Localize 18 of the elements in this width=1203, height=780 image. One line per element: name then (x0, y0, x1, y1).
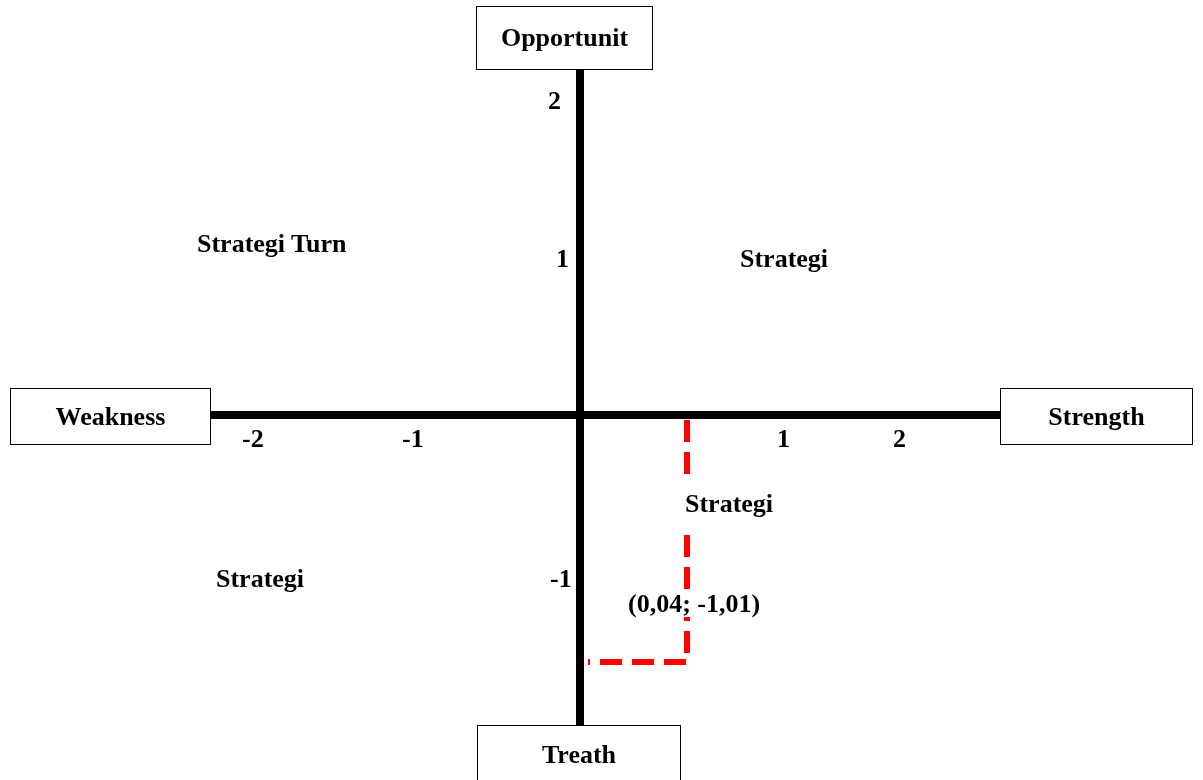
quadrant-label: Strategi (740, 246, 829, 272)
axis-label-box: Opportunit (476, 6, 653, 70)
axis-line (211, 411, 1000, 419)
coordinate-label: (0,04; -1,01) (628, 591, 761, 617)
tick-label: 1 (556, 246, 569, 272)
tick-label: -2 (242, 426, 264, 452)
quadrant-label: Strategi (685, 491, 774, 517)
axis-label-box: Strength (1000, 388, 1193, 445)
axis-label-box: Treath (477, 725, 681, 780)
axis-label-box: Weakness (10, 388, 211, 445)
tick-label: -1 (402, 426, 424, 452)
axis-line (576, 70, 584, 725)
quadrant-label: Strategi Turn (197, 231, 347, 257)
tick-label: -1 (550, 566, 572, 592)
tick-label: 2 (548, 88, 561, 114)
tick-label: 1 (777, 426, 790, 452)
quadrant-label: Strategi (216, 566, 305, 592)
tick-label: 2 (893, 426, 906, 452)
